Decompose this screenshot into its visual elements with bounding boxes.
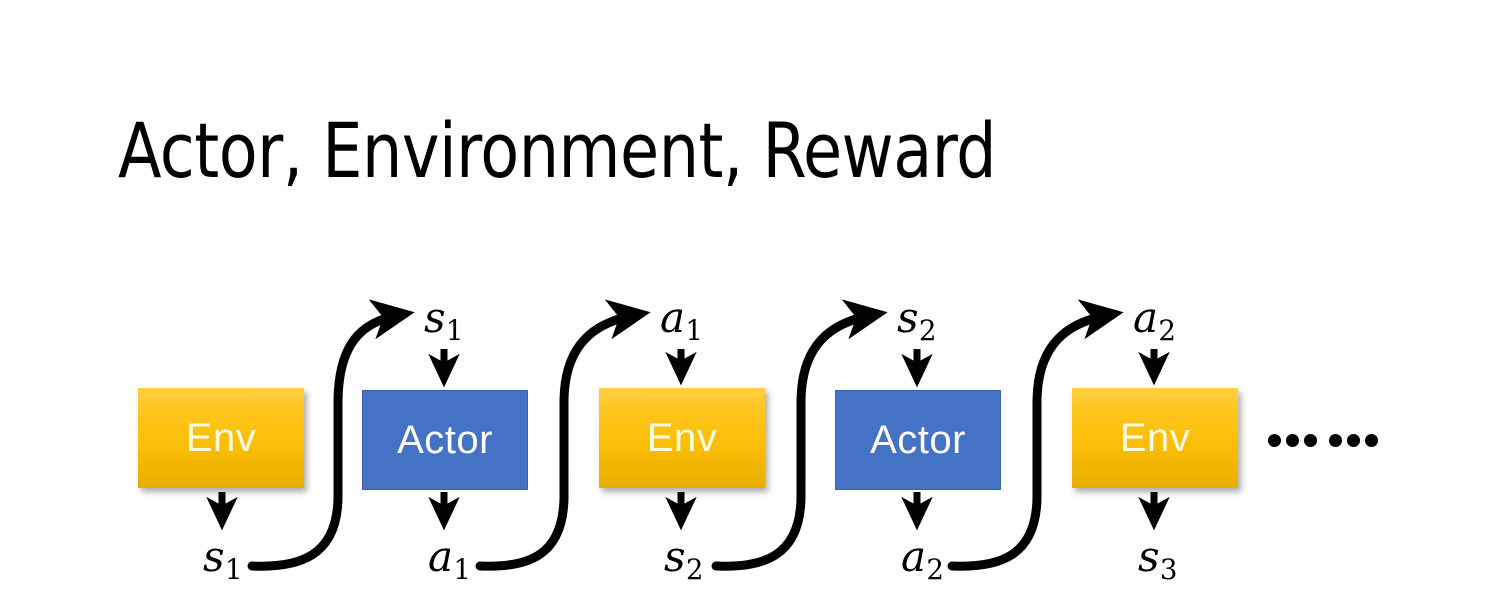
state-label-s1-top: s1 [424, 297, 463, 345]
state-label-s2-bottom: s2 [664, 536, 703, 584]
action-label-a2-bottom: a2 [901, 536, 944, 584]
ellipsis-icon [1268, 420, 1378, 460]
actor-box-2[interactable]: Actor [835, 390, 1001, 490]
action-label-a1-top: a1 [660, 297, 703, 345]
state-label-s2-top-var: s [897, 293, 919, 342]
down-arrows-into-boxes [428, 349, 1170, 388]
state-label-s1-top-sub: 1 [445, 314, 464, 348]
curve-a2-to-top-a2 [947, 299, 1124, 571]
action-label-a2-bottom-var: a [901, 532, 927, 581]
action-label-a1-bottom: a1 [428, 536, 471, 584]
ellipsis-dot [1365, 433, 1378, 447]
state-label-s3-bottom-var: s [1138, 532, 1160, 581]
ellipsis-dot [1347, 433, 1360, 447]
state-label-s2-bottom-sub: 2 [685, 553, 704, 587]
down-arrows-out-of-boxes [206, 492, 1170, 531]
page-title: Actor, Environment, Reward [118, 106, 997, 195]
state-label-s3-bottom: s3 [1138, 536, 1177, 584]
curve-a1-to-top-a1 [475, 299, 651, 571]
state-label-s2-top: s2 [897, 297, 936, 345]
curve-s1-to-top-s1 [247, 299, 415, 571]
s-curve-connectors [247, 299, 1124, 571]
action-label-a2-top-var: a [1133, 293, 1159, 342]
env-box-1-label: Env [185, 416, 257, 460]
state-label-s3-bottom-sub: 3 [1159, 553, 1178, 587]
actor-box-1[interactable]: Actor [362, 390, 528, 490]
env-box-3-label: Env [1119, 416, 1191, 460]
actor-box-2-label: Actor [870, 418, 966, 462]
actor-box-1-label: Actor [397, 418, 493, 462]
action-label-a2-bottom-sub: 2 [926, 553, 944, 587]
env-box-1[interactable]: Env [138, 388, 304, 488]
ellipsis-dot [1286, 433, 1299, 447]
curve-s2-to-top-s2 [711, 299, 888, 571]
ellipsis-dot [1268, 433, 1281, 447]
state-label-s2-top-sub: 2 [918, 314, 937, 348]
state-label-s1-bottom-var: s [203, 532, 225, 581]
state-label-s1-top-var: s [424, 293, 446, 342]
action-label-a2-top: a2 [1133, 297, 1176, 345]
state-label-s1-bottom: s1 [203, 536, 242, 584]
action-label-a1-bottom-var: a [428, 532, 454, 581]
action-label-a1-top-var: a [660, 293, 686, 342]
state-label-s1-bottom-sub: 1 [224, 553, 243, 587]
action-label-a1-top-sub: 1 [685, 314, 703, 348]
env-box-2-label: Env [646, 416, 718, 460]
state-label-s2-bottom-var: s [664, 532, 686, 581]
action-label-a2-top-sub: 2 [1158, 314, 1176, 348]
ellipsis-dot [1304, 433, 1317, 447]
action-label-a1-bottom-sub: 1 [453, 553, 471, 587]
env-box-2[interactable]: Env [599, 388, 765, 488]
env-box-3[interactable]: Env [1072, 388, 1238, 488]
ellipsis-dot [1329, 433, 1342, 447]
